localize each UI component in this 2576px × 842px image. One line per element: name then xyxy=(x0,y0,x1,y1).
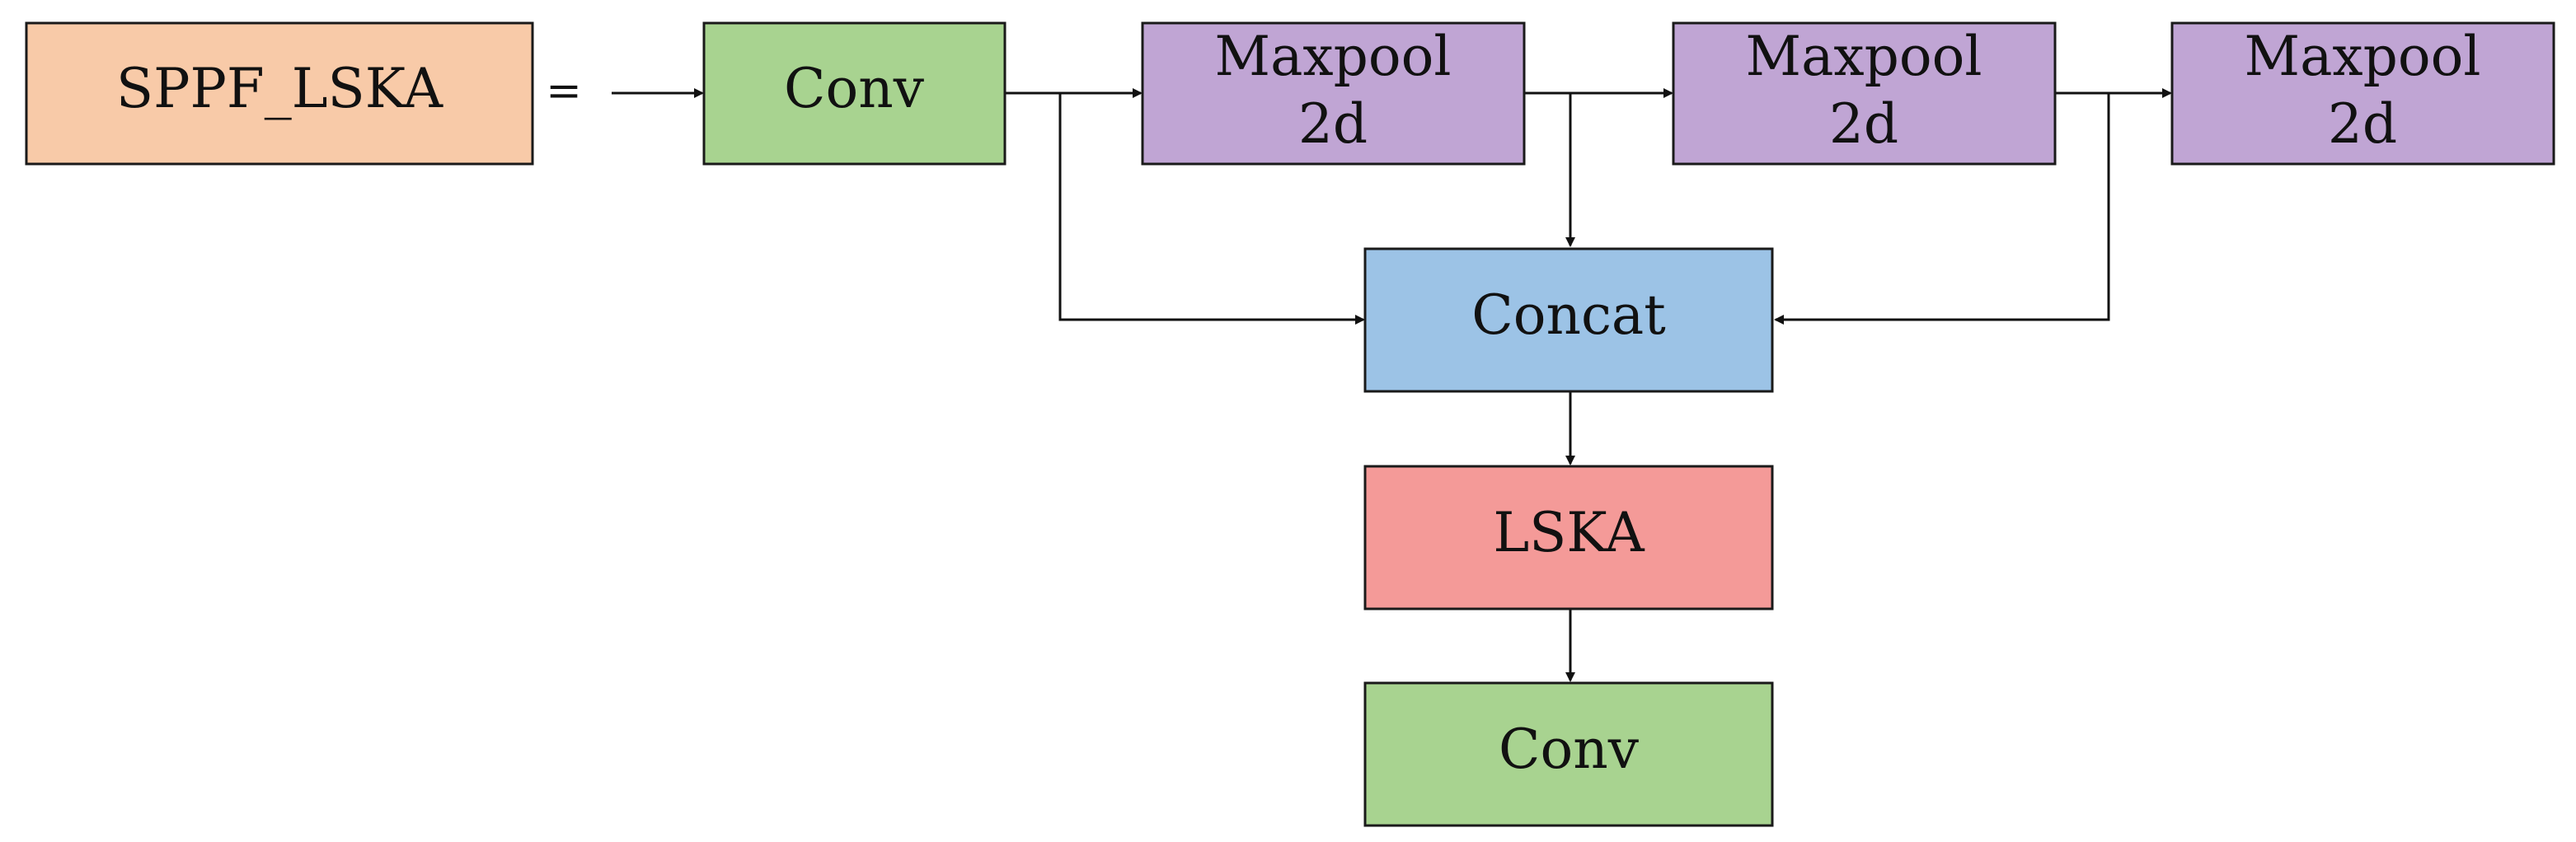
node-maxpool-2-label-line-1: Maxpool xyxy=(1746,25,1982,88)
node-sppf-lska-label: SPPF_LSKA xyxy=(116,57,443,120)
node-lska-label: LSKA xyxy=(1493,501,1645,564)
node-sppf-lska-box xyxy=(25,21,534,166)
node-concat: Concat xyxy=(1363,247,1774,393)
node-lska-box xyxy=(1363,465,1774,610)
node-maxpool-3-box xyxy=(2170,21,2555,166)
node-lska: LSKA xyxy=(1363,465,1774,610)
node-maxpool-1: Maxpool 2d xyxy=(1141,21,1526,166)
node-conv-2-box xyxy=(1363,681,1774,827)
node-sppf-lska: SPPF_LSKA xyxy=(25,21,534,166)
node-maxpool-3-label-line-1: Maxpool xyxy=(2245,25,2481,88)
node-maxpool-3-label-line-2: 2d xyxy=(2328,92,2397,156)
edge-conv-to-concat xyxy=(1058,93,1365,325)
node-maxpool-1-label-line-1: Maxpool xyxy=(1215,25,1452,88)
node-maxpool-1-label-line-2: 2d xyxy=(1298,92,1368,156)
node-maxpool-2: Maxpool 2d xyxy=(1672,21,2057,166)
node-conv-2-label: Conv xyxy=(1499,718,1640,781)
node-concat-label: Concat xyxy=(1471,283,1666,347)
node-maxpool-3: Maxpool 2d xyxy=(2170,21,2555,166)
edge-maxpool-2-to-concat xyxy=(1774,93,2110,325)
node-conv-1: Conv xyxy=(702,21,1006,166)
node-maxpool-1-box xyxy=(1141,21,1526,166)
node-conv-1-box xyxy=(702,21,1006,166)
node-conv-2: Conv xyxy=(1363,681,1774,827)
node-conv-1-label: Conv xyxy=(784,57,925,120)
equals-sign: = xyxy=(546,67,582,116)
nodes: SPPF_LSKA Conv Maxpool 2d Maxpool 2d Max… xyxy=(25,21,2555,827)
node-concat-box xyxy=(1363,247,1774,393)
edges xyxy=(612,88,2172,682)
node-maxpool-2-label-line-2: 2d xyxy=(1829,92,1898,156)
node-maxpool-2-box xyxy=(1672,21,2057,166)
